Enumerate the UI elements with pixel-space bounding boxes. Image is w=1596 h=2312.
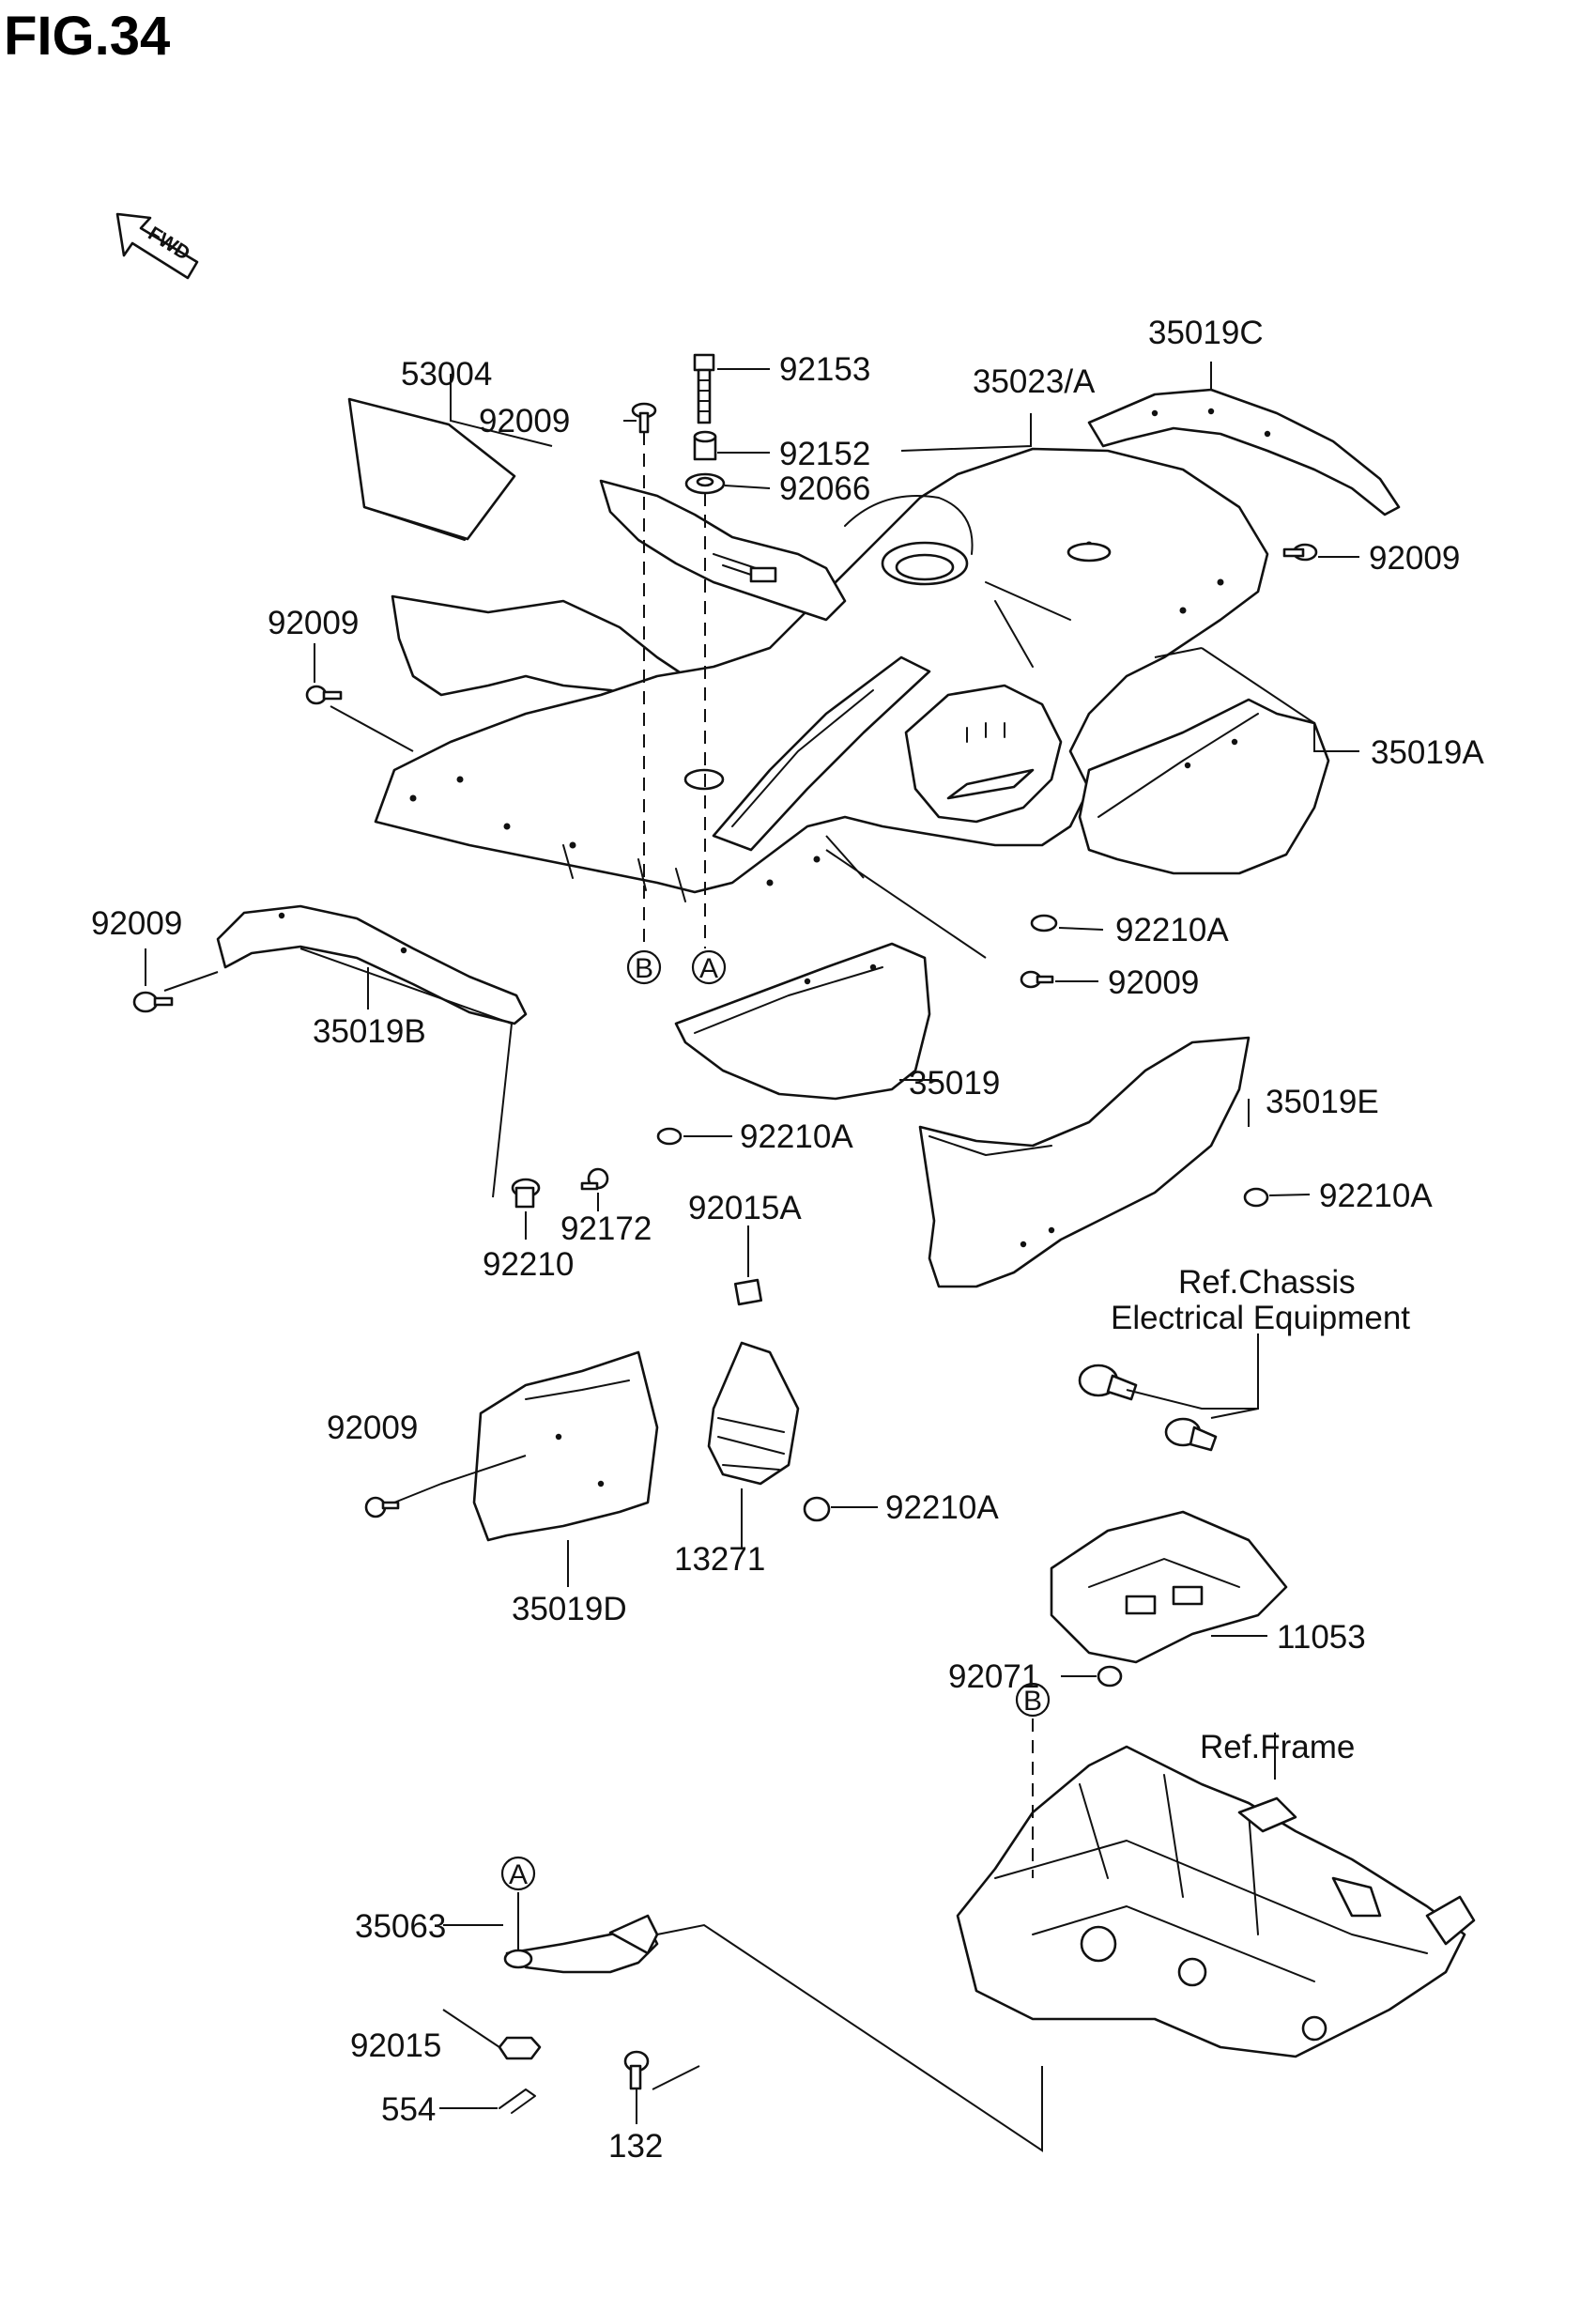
part-35063-bracket: [503, 1914, 659, 1974]
marker-b-frame-label: B: [1023, 1686, 1042, 1717]
label-ref-electrical: Electrical Equipment: [1111, 1300, 1410, 1336]
label-35019E: 35019E: [1266, 1084, 1379, 1120]
label-92009-left: 92009: [268, 605, 359, 641]
label-132: 132: [608, 2128, 663, 2165]
part-labels: 53004 92009 92153 92152 92066 35023/A 35…: [91, 315, 1484, 2165]
label-92210A-3: 92210A: [1319, 1178, 1433, 1214]
part-92066-washer: [684, 472, 726, 495]
marker-b-frame: B: [1015, 1682, 1051, 1718]
part-92009-screw-right: [1282, 543, 1318, 562]
part-35019A-guard: [1078, 698, 1330, 875]
label-92210A-4: 92210A: [885, 1489, 999, 1526]
part-92210A-nut-2: [656, 1127, 683, 1146]
dashed-reference-lines: [643, 432, 1034, 1878]
label-92015A: 92015A: [688, 1190, 802, 1226]
part-35019-guard: [674, 942, 931, 1101]
part-35019E-inner-fender: [918, 1036, 1251, 1288]
part-53004-cover: [347, 397, 516, 541]
part-92009-screw-d: [364, 1496, 400, 1518]
marker-b-top-label: B: [635, 953, 653, 984]
label-92210: 92210: [483, 1246, 574, 1283]
part-35019C-flap: [1087, 388, 1401, 516]
part-92009-screw-left: [305, 685, 343, 705]
part-13271-bracket: [707, 1341, 800, 1486]
label-92210A-2: 92210A: [740, 1118, 853, 1155]
fwd-arrow-icon: FWD: [115, 212, 199, 280]
part-35019D-guard: [472, 1350, 659, 1542]
part-11053-battery-case: [1050, 1510, 1288, 1664]
label-92152: 92152: [779, 436, 870, 472]
marker-a-bracket: A: [500, 1856, 536, 1891]
part-92152-collar: [693, 430, 717, 461]
label-92009-lower-left: 92009: [91, 905, 182, 942]
label-35019A: 35019A: [1371, 734, 1484, 771]
label-35023A: 35023/A: [973, 363, 1096, 400]
frame-assembly: [956, 1745, 1476, 2058]
label-92015: 92015: [350, 2027, 441, 2064]
part-92015-nut: [498, 2036, 542, 2060]
part-554-clip: [499, 2089, 536, 2114]
leader-lines: [145, 362, 1359, 2152]
label-92009-d: 92009: [327, 1410, 418, 1446]
part-92210A-nut-4: [803, 1496, 831, 1522]
label-92009-top: 92009: [479, 403, 570, 439]
marker-a-top: A: [691, 949, 727, 985]
label-554: 554: [381, 2091, 436, 2128]
part-35023A-rear-fender: [374, 447, 1269, 902]
part-92009-screw-top: [631, 402, 657, 434]
label-35019: 35019: [909, 1065, 1000, 1102]
label-35019C: 35019C: [1148, 315, 1264, 351]
part-92210A-nut-1: [1030, 914, 1058, 933]
label-92153: 92153: [779, 351, 870, 388]
marker-a-top-label: A: [699, 953, 718, 984]
electrical-components: [1078, 1364, 1218, 1452]
label-92071: 92071: [948, 1658, 1039, 1695]
label-92066: 92066: [779, 470, 870, 507]
part-92009-screw-lower-left: [132, 991, 174, 1013]
part-92009-screw-mid: [1020, 970, 1054, 989]
part-92153-bolt: [693, 353, 715, 424]
label-11053: 11053: [1277, 1619, 1366, 1656]
part-92172-screw: [580, 1167, 609, 1191]
part-92210-spacer: [511, 1178, 541, 1209]
figure-title: FIG.34: [4, 6, 170, 67]
part-35019B-flap: [216, 904, 528, 1025]
label-53004: 53004: [401, 356, 492, 393]
label-92210A-1: 92210A: [1115, 912, 1229, 948]
part-92071-grommet: [1097, 1665, 1123, 1688]
label-35063: 35063: [355, 1908, 446, 1945]
label-35019D: 35019D: [512, 1591, 627, 1627]
part-92210A-nut-3: [1243, 1187, 1269, 1208]
label-13271: 13271: [674, 1541, 765, 1578]
marker-b-top: B: [626, 949, 662, 985]
label-ref-frame: Ref.Frame: [1200, 1729, 1355, 1765]
label-92009-right: 92009: [1369, 540, 1460, 577]
part-92015A-clip: [733, 1278, 763, 1306]
part-132-bolt: [623, 2050, 650, 2090]
marker-a-bracket-label: A: [509, 1859, 528, 1890]
label-92172: 92172: [560, 1210, 652, 1247]
label-35019B: 35019B: [313, 1013, 426, 1050]
label-92009-mid: 92009: [1108, 964, 1199, 1001]
label-ref-chassis: Ref.Chassis: [1178, 1264, 1356, 1301]
